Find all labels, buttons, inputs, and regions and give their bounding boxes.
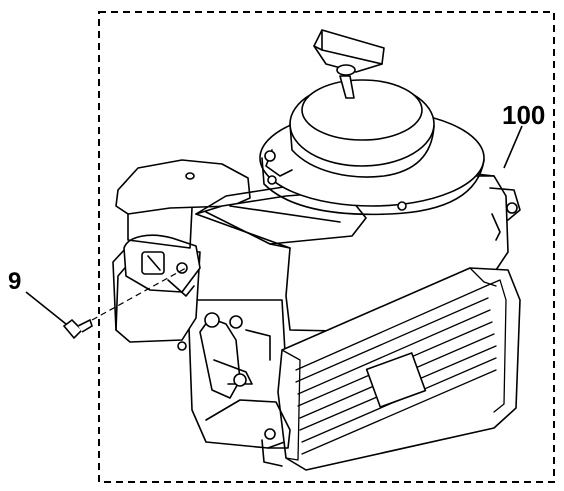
engine-illustration bbox=[112, 29, 521, 471]
callout-9: 9 bbox=[8, 268, 22, 295]
part-9-assembly-line bbox=[91, 267, 187, 321]
air-filter-housing bbox=[115, 159, 251, 215]
part-9-bolt bbox=[25, 267, 187, 340]
callout-100: 100 bbox=[502, 100, 546, 130]
assembly-boundary bbox=[98, 11, 555, 483]
engine-base bbox=[205, 399, 291, 449]
muffler-plate bbox=[365, 352, 427, 408]
part-9-leader bbox=[25, 291, 67, 325]
starter-rope bbox=[339, 75, 355, 99]
part-100-leader bbox=[503, 125, 523, 169]
